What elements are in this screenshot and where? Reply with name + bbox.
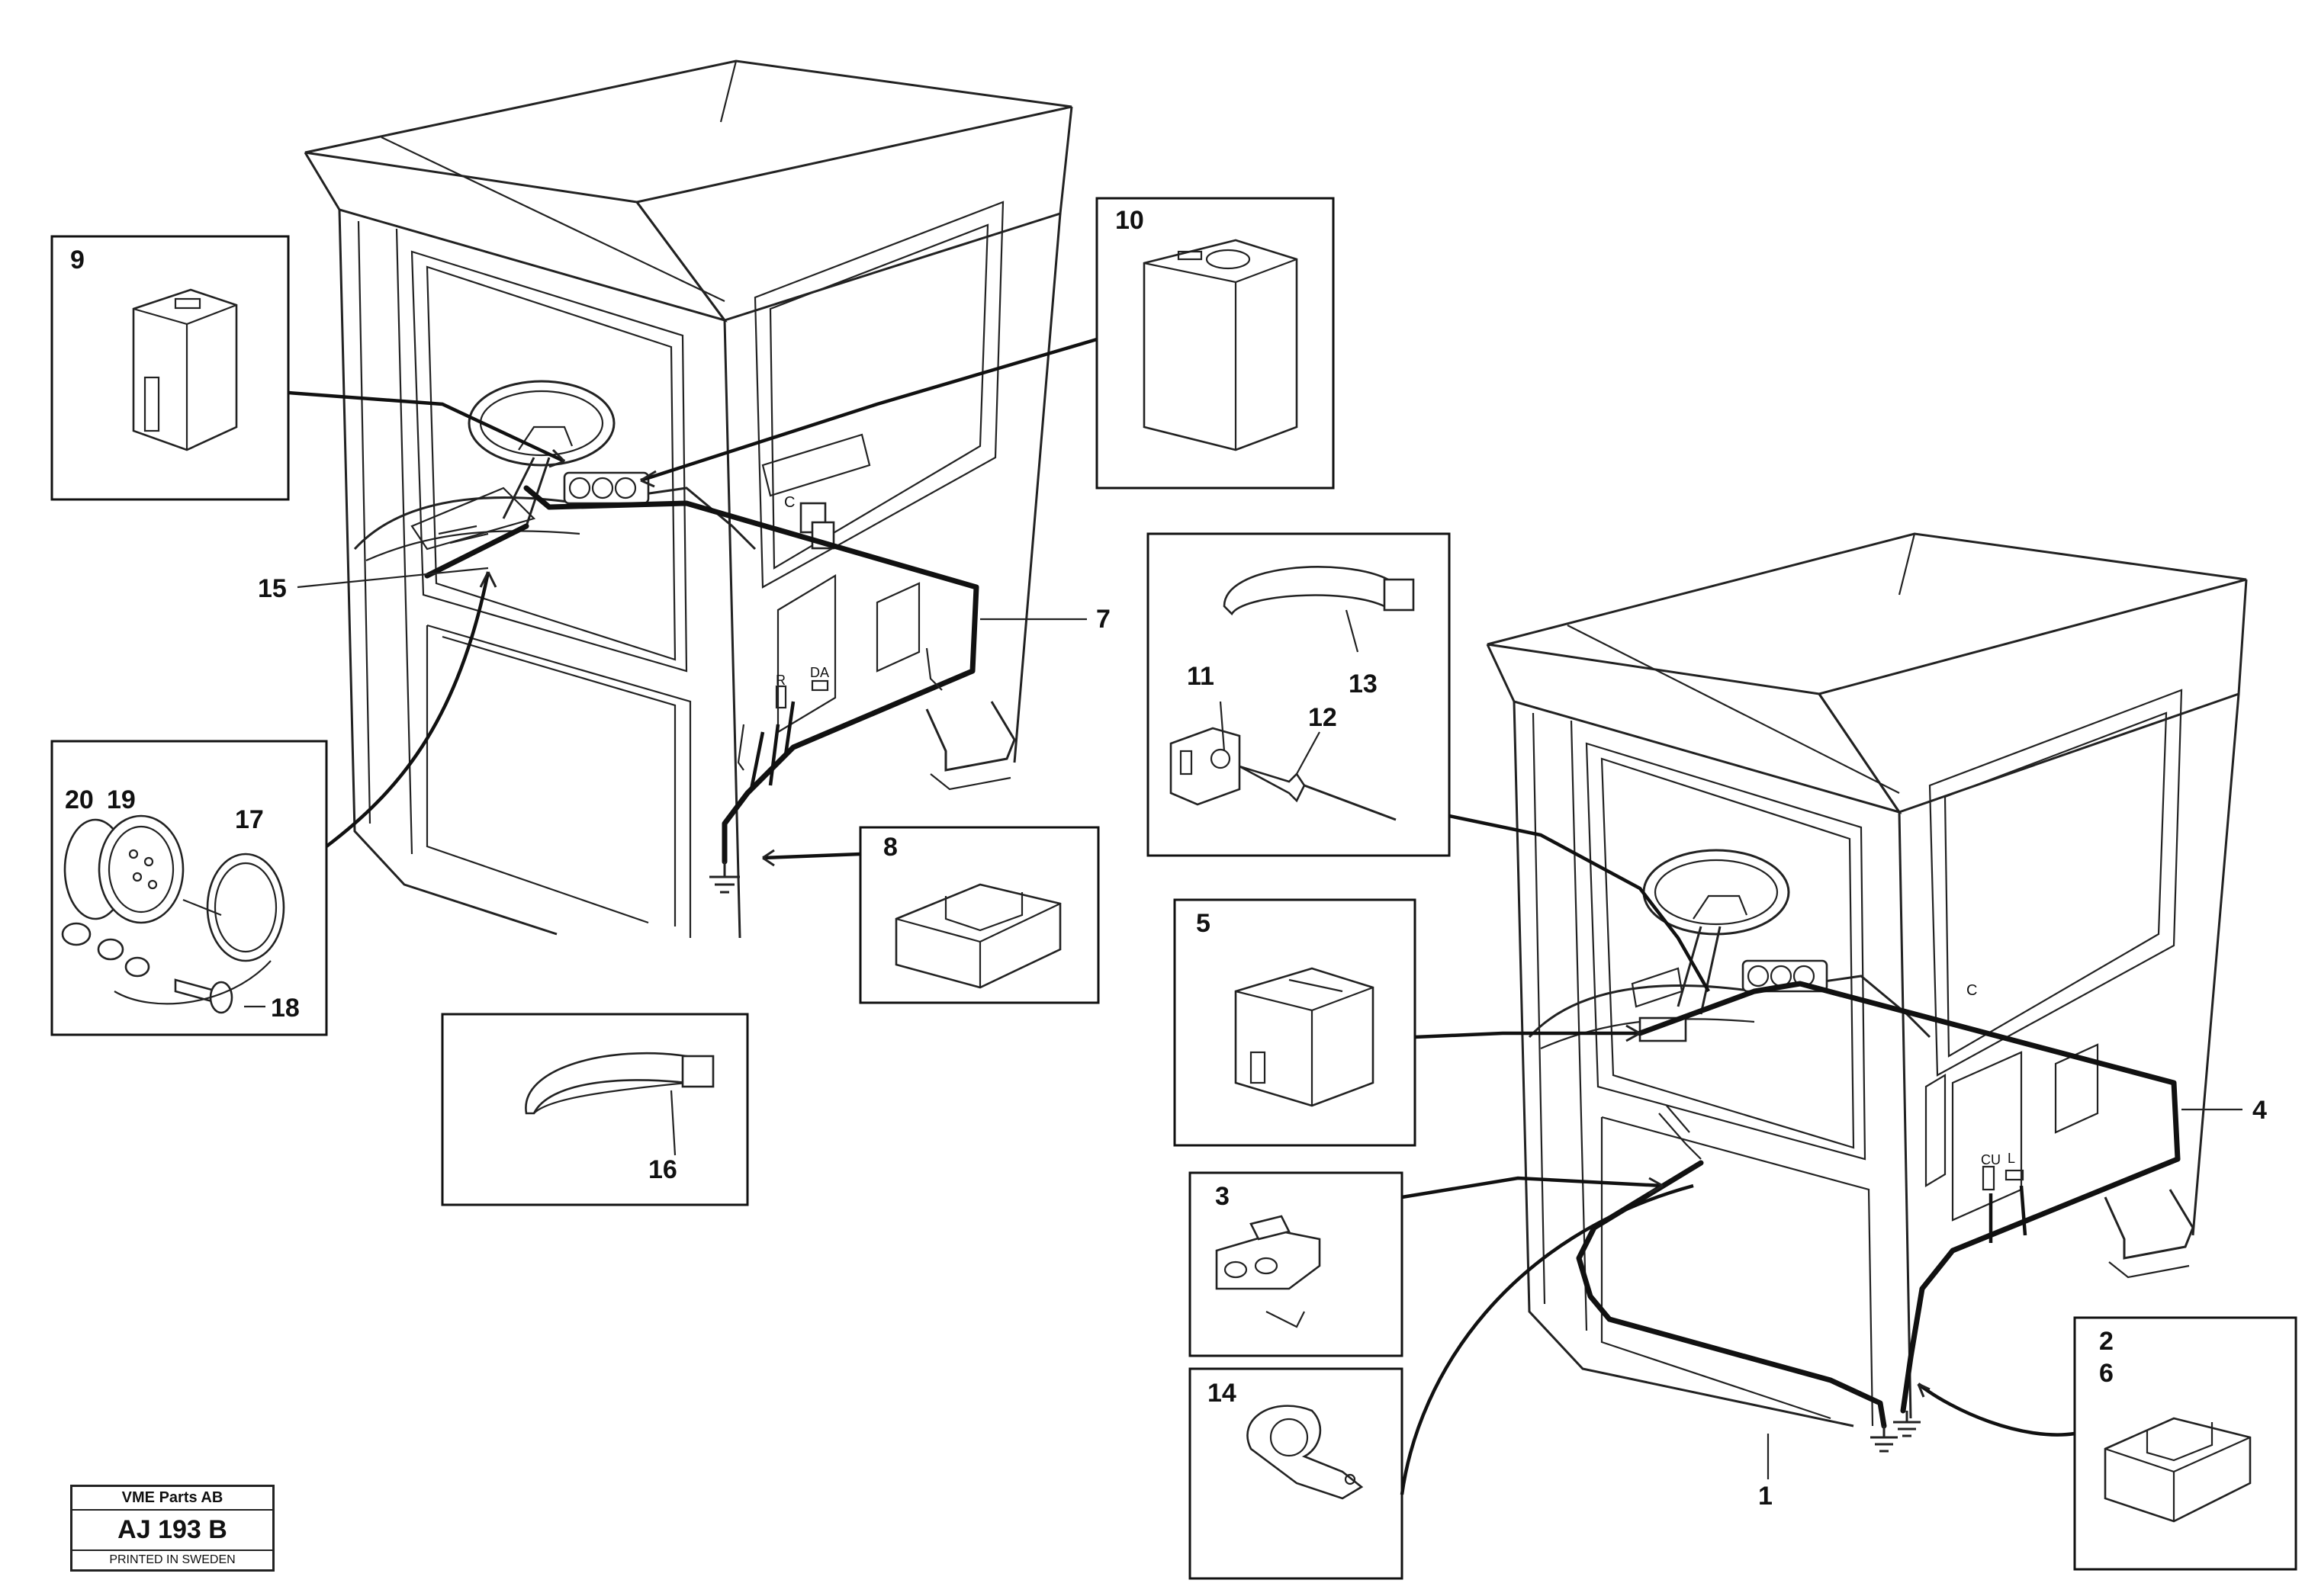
callout-box-2-6	[1917, 1316, 2297, 1571]
callout-box-8	[762, 826, 1100, 1004]
leader-lines	[244, 567, 2242, 1479]
vme-stamp: VME Parts AB AJ 193 B PRINTED IN SWEDEN	[70, 1485, 275, 1572]
label-2: 2	[2099, 1327, 2114, 1356]
callout-box-11-13	[1146, 532, 1451, 857]
label-16: 16	[648, 1155, 677, 1184]
callout-box-17-20	[50, 571, 497, 1036]
label-4: 4	[2252, 1096, 2267, 1125]
label-7: 7	[1096, 605, 1111, 634]
left-cab	[304, 59, 1073, 939]
right-panel-cu: CU	[1981, 1152, 2001, 1167]
label-9: 9	[70, 246, 85, 275]
label-10: 10	[1115, 206, 1144, 235]
label-20: 20	[65, 785, 94, 814]
label-5: 5	[1196, 909, 1210, 938]
label-13: 13	[1349, 670, 1378, 698]
label-14: 14	[1207, 1379, 1236, 1408]
label-18: 18	[271, 994, 300, 1023]
label-15: 15	[258, 574, 287, 603]
callout-box-14	[1188, 1183, 1694, 1580]
label-3: 3	[1215, 1182, 1230, 1211]
callout-box-10	[640, 197, 1335, 490]
leader-11-13	[1448, 814, 1710, 993]
label-12: 12	[1308, 703, 1337, 732]
left-panel-c: C	[784, 494, 795, 511]
callout-labels: 9 10 15 7 8 20 19 17 18 16 11 13 12 5 4 …	[65, 206, 2267, 1511]
callout-box-9	[50, 235, 566, 501]
panel-letters: C R DA C CU L	[776, 494, 2015, 1167]
stamp-printed: PRINTED IN SWEDEN	[109, 1553, 236, 1566]
stamp-code: AJ 193 B	[72, 1511, 272, 1551]
label-1: 1	[1758, 1482, 1773, 1511]
right-panel-c: C	[1966, 982, 1977, 999]
callout-box-16	[441, 1013, 749, 1206]
callout-box-3	[1188, 1171, 1664, 1357]
stamp-company: VME Parts AB	[72, 1487, 272, 1511]
label-8: 8	[883, 833, 898, 862]
left-panel-r: R	[776, 673, 786, 688]
label-6: 6	[2099, 1359, 2114, 1388]
right-panel-l: L	[2008, 1151, 2015, 1166]
right-cab	[1486, 532, 2248, 1453]
callout-box-5	[1173, 898, 1641, 1147]
label-17: 17	[235, 805, 264, 834]
label-11: 11	[1187, 662, 1214, 691]
left-panel-da: DA	[810, 665, 829, 680]
label-19: 19	[107, 785, 136, 814]
